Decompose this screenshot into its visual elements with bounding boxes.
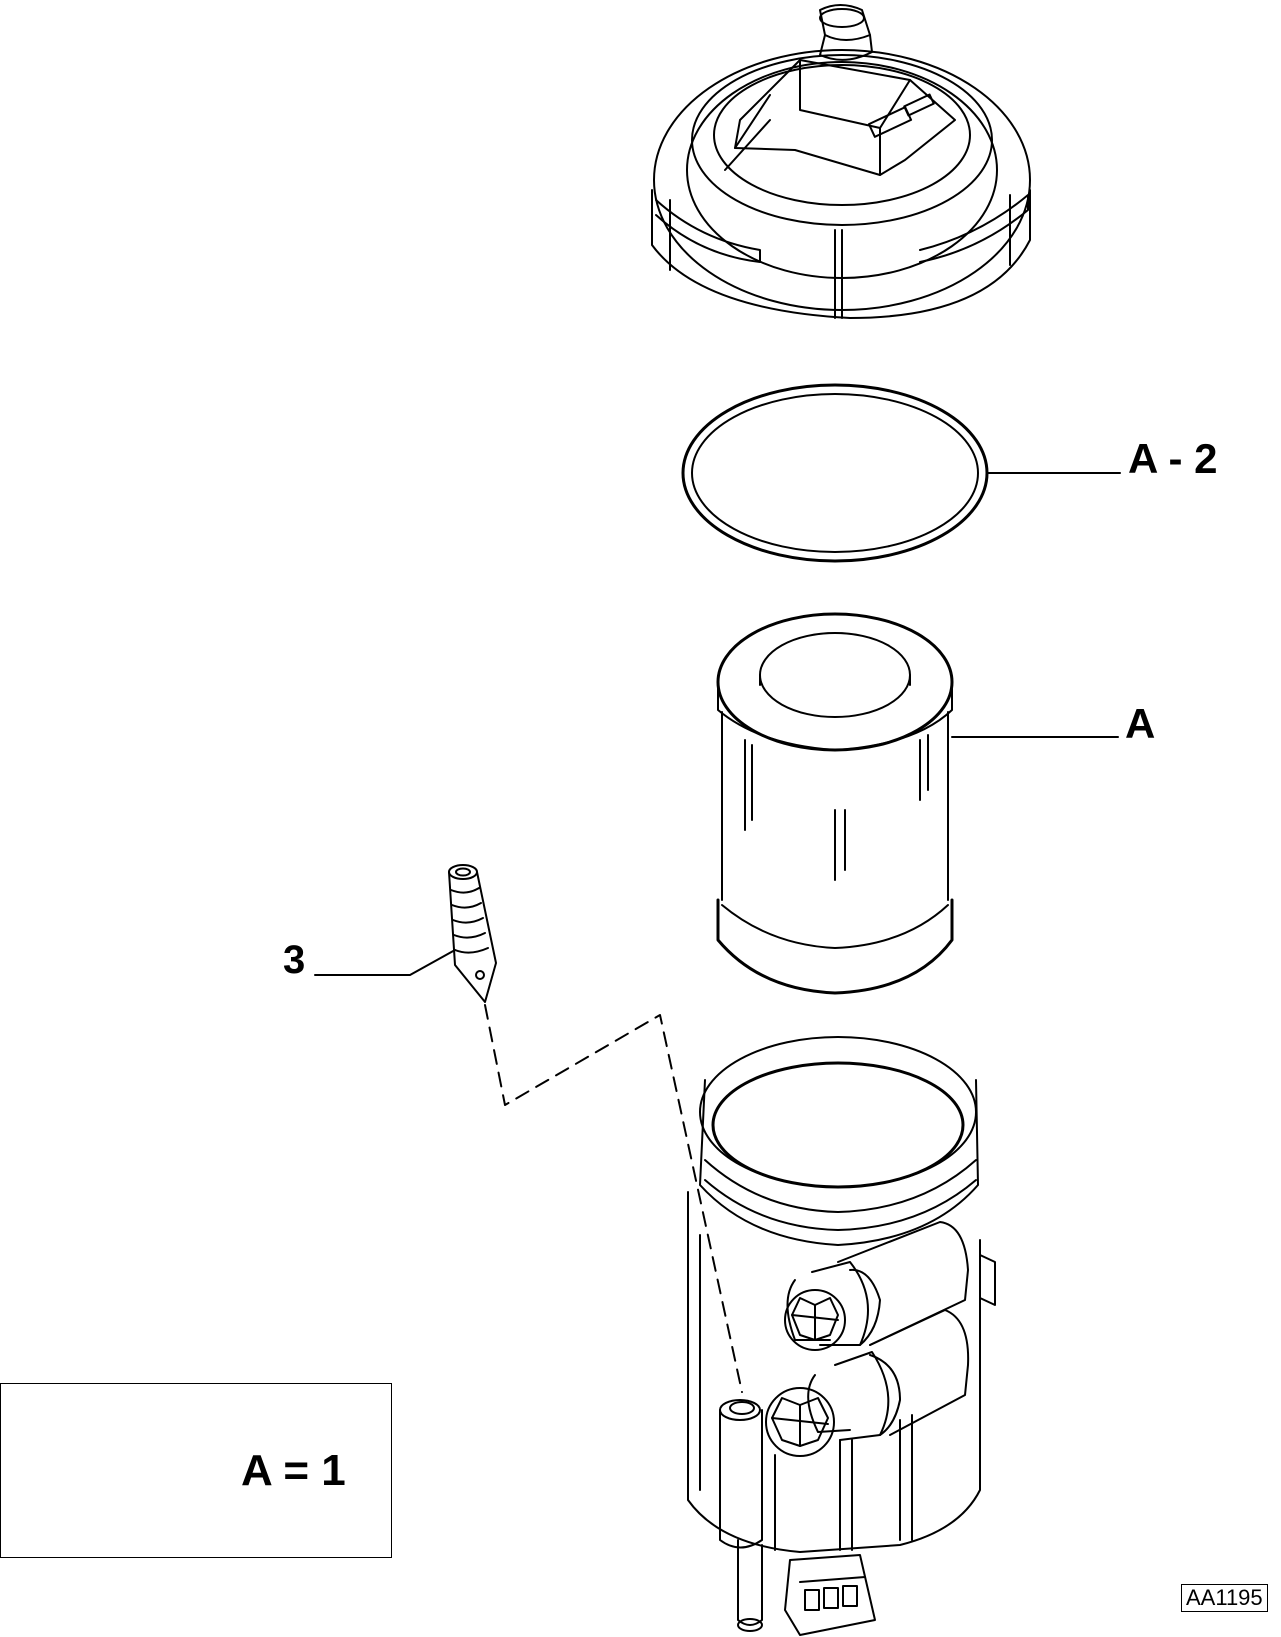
leader-line-3 (314, 949, 456, 976)
assembly-dashed-line (484, 1004, 743, 1393)
drawing-reference-code: AA1195 (1181, 1584, 1268, 1613)
filter-housing (687, 1036, 996, 1636)
kit-quantity-box: A = 1 (0, 1383, 392, 1558)
callout-label-filter-cartridge: A (1125, 700, 1156, 747)
filter-cartridge (716, 612, 954, 995)
kit-quantity-label: A = 1 (241, 1446, 346, 1495)
filter-cover (651, 4, 1031, 319)
callout-label-vent-screw: 3 (283, 938, 306, 982)
vent-screw (448, 864, 497, 1003)
callout-label-seal-ring: A - 2 (1128, 435, 1218, 482)
seal-ring (681, 383, 989, 563)
